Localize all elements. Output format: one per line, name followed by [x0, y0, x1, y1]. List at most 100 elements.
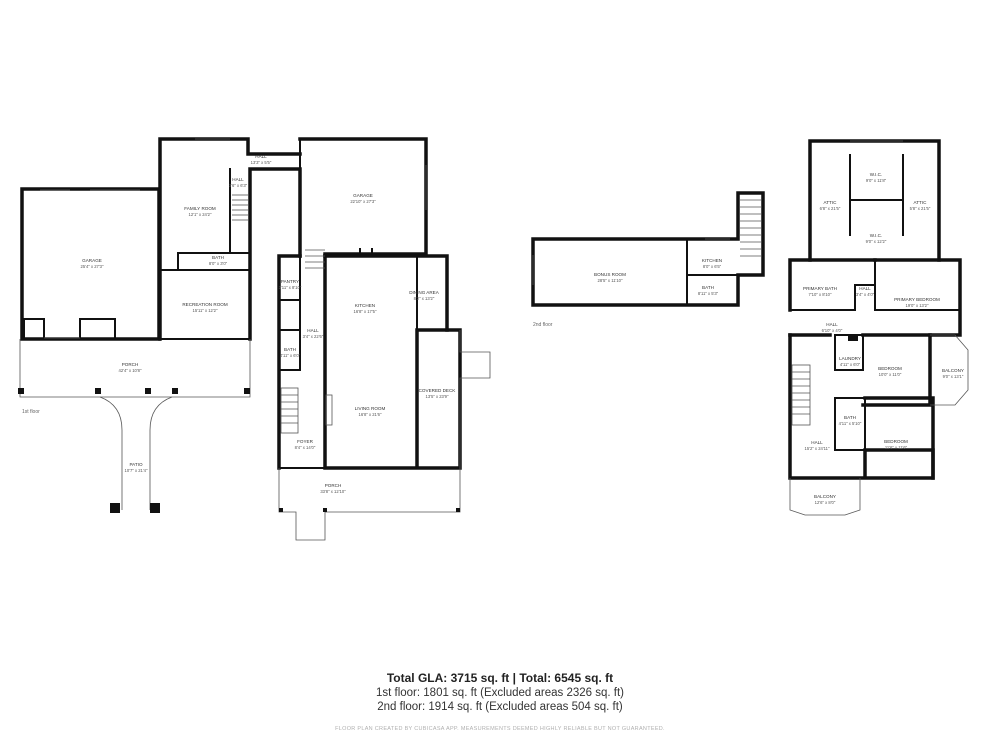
stairs-entry	[305, 249, 325, 269]
bonus-room-walls	[531, 191, 765, 307]
dims-wic-mid: 9'0" x 12'2"	[866, 239, 887, 244]
covered-deck-outline	[459, 330, 491, 468]
dims-hall-upper: 13'3" x 5'5"	[251, 160, 272, 165]
label-bedroom-2: BEDROOM	[884, 439, 908, 444]
label-laundry: LAUNDRY	[839, 356, 861, 361]
dims-pantry: 3'11" x 8'10"	[279, 285, 302, 290]
second-floor-bonus-plan: BONUS ROOM 28'5" x 11'10" KITCHEN 8'0" x…	[531, 191, 765, 328]
dims-bonus-room: 28'5" x 11'10"	[598, 278, 623, 283]
label-recreation-room: RECREATION ROOM	[182, 302, 228, 307]
dims-hall-small: 6'10" x 4'0"	[822, 328, 843, 333]
stairs-bonus	[740, 199, 761, 257]
upper-main-walls	[788, 258, 877, 312]
bedroom2-walls	[863, 396, 935, 480]
dims-garage-left: 25'4" x 27'3"	[81, 264, 104, 269]
credit-disclaimer: FLOOR PLAN CREATED BY CUBICASA APP. MEAS…	[335, 726, 665, 732]
porch-right-outline	[278, 468, 461, 541]
dims-primary-bath: 7'10" x 8'10"	[809, 292, 832, 297]
label-bath-rec: BATH	[212, 255, 224, 260]
label-bath-2: BATH	[844, 415, 856, 420]
label-hall-mid: HALL	[307, 328, 319, 333]
bath2-walls	[834, 397, 866, 451]
label-kitchen-2: KITCHEN	[702, 258, 722, 263]
label-family-room: FAMILY ROOM	[184, 206, 216, 211]
dims-hall-long: 15'2" x 24'11"	[805, 446, 830, 451]
label-balcony-right: BALCONY	[942, 368, 964, 373]
dims-porch-left: 42'4" x 10'8"	[119, 368, 142, 373]
label-hall-family: HALL	[232, 177, 244, 182]
label-bedroom-1: BEDROOM	[878, 366, 902, 371]
label-kitchen: KITCHEN	[355, 303, 375, 308]
dims-covered-deck: 13'5" x 23'9"	[426, 394, 449, 399]
label-wic-mid: W.I.C.	[870, 233, 883, 238]
label-bath-mid: BATH	[284, 347, 296, 352]
dims-primary-bedroom: 19'0" x 13'2"	[906, 303, 929, 308]
label-bonus-room: BONUS ROOM	[594, 272, 626, 277]
garage-door-right	[79, 318, 116, 340]
dims-laundry: 4'11" x 6'0"	[840, 362, 861, 367]
dims-porch-right: 33'8" x 12'10"	[320, 489, 346, 494]
label-hall-primary: HALL	[859, 286, 871, 291]
dims-bedroom-2: 11'6" x 11'6"	[885, 445, 908, 450]
dims-bath-rec: 8'0" x 3'0"	[209, 261, 228, 266]
label-garage-right: GARAGE	[353, 193, 373, 198]
balcony-bottom-outline	[789, 478, 861, 516]
stairs-upper-hall	[791, 364, 811, 426]
label-porch-left: PORCH	[122, 362, 139, 367]
label-pantry: PANTRY	[281, 279, 299, 284]
dims-balcony-bottom: 12'6" x 8'0"	[815, 500, 836, 505]
porch-left-outline	[19, 339, 251, 398]
family-block-walls	[158, 137, 302, 341]
label-covered-deck: COVERED DECK	[419, 388, 457, 393]
dims-kitchen: 16'8" x 17'5"	[354, 309, 377, 314]
dims-bath-bonus: 8'11" x 5'3"	[698, 291, 719, 296]
first-floor-area-line: 1st floor: 1801 sq. ft (Excluded areas 2…	[375, 687, 625, 699]
label-primary-bath: PRIMARY BATH	[803, 286, 837, 291]
label-patio: PATIO	[129, 462, 143, 467]
label-balcony-bottom: BALCONY	[814, 494, 836, 499]
garage-door-left	[23, 318, 45, 340]
stairs-family	[232, 194, 248, 221]
kitchen-top-wall	[323, 254, 449, 332]
label-foyer: FOYER	[297, 439, 314, 444]
area-summary: Total GLA: 3715 sq. ft | Total: 6545 sq.…	[0, 670, 1000, 714]
dims-wic-top: 9'0" x 11'8"	[866, 178, 887, 183]
label-attic-right: ATTIC	[914, 200, 928, 205]
dims-living-room: 16'8" x 21'6"	[359, 412, 382, 417]
dims-hall-primary: 3'4" x 4'0"	[856, 292, 875, 297]
label-hall-long: HALL	[811, 440, 823, 445]
dims-garage-right: 22'10" x 27'3"	[350, 199, 376, 204]
dims-hall-family: 3'6" x 6'3"	[229, 183, 248, 188]
label-living-room: LIVING ROOM	[355, 406, 386, 411]
dims-hall-mid: 3'4" x 22'6"	[303, 334, 324, 339]
label-garage-left: GARAGE	[82, 258, 102, 263]
kitchen-walls	[323, 254, 462, 470]
second-floor-area-line: 2nd floor: 1914 sq. ft (Excluded areas 5…	[377, 701, 623, 713]
dims-bath-mid: 4'11" x 6'0"	[280, 353, 301, 358]
label-primary-bedroom: PRIMARY BEDROOM	[894, 297, 940, 302]
bedroom1-walls	[861, 333, 932, 407]
dims-family-room: 12'1" x 24'2"	[189, 212, 212, 217]
dims-balcony-right: 9'0" x 13'1"	[943, 374, 964, 379]
label-wic-top: W.I.C.	[870, 172, 883, 177]
stairs-foyer	[280, 387, 299, 434]
dims-bedroom-1: 10'0" x 11'0"	[879, 372, 902, 377]
dims-foyer: 8'4" x 14'0"	[295, 445, 316, 450]
second-floor-label: 2nd floor	[533, 322, 553, 328]
balcony-right-outline	[930, 334, 969, 406]
first-floor-label: 1st floor	[22, 409, 40, 415]
label-attic-left: ATTIC	[824, 200, 838, 205]
first-floor-plan: GARAGE 25'4" x 27'3" FAMILY ROOM 12'1" x…	[18, 137, 491, 541]
dims-dining-area: 8'2" x 13'2"	[414, 296, 435, 301]
main-house-walls	[277, 254, 302, 470]
dims-attic-right: 5'8" x 21'5"	[910, 206, 931, 211]
patio-walkway	[99, 396, 173, 510]
second-floor-main-plan: W.I.C. 9'0" x 11'8" ATTIC 6'8" x 21'5" A…	[788, 139, 969, 516]
dims-recreation-room: 15'11" x 12'2"	[193, 308, 218, 313]
dims-bath-2: 4'11" x 5'10"	[839, 421, 862, 426]
label-hall-upper: HALL	[255, 154, 267, 159]
dims-kitchen-2: 8'0" x 6'5"	[703, 264, 722, 269]
label-dining-area: DINING AREA	[409, 290, 440, 295]
label-bath-bonus: BATH	[702, 285, 714, 290]
